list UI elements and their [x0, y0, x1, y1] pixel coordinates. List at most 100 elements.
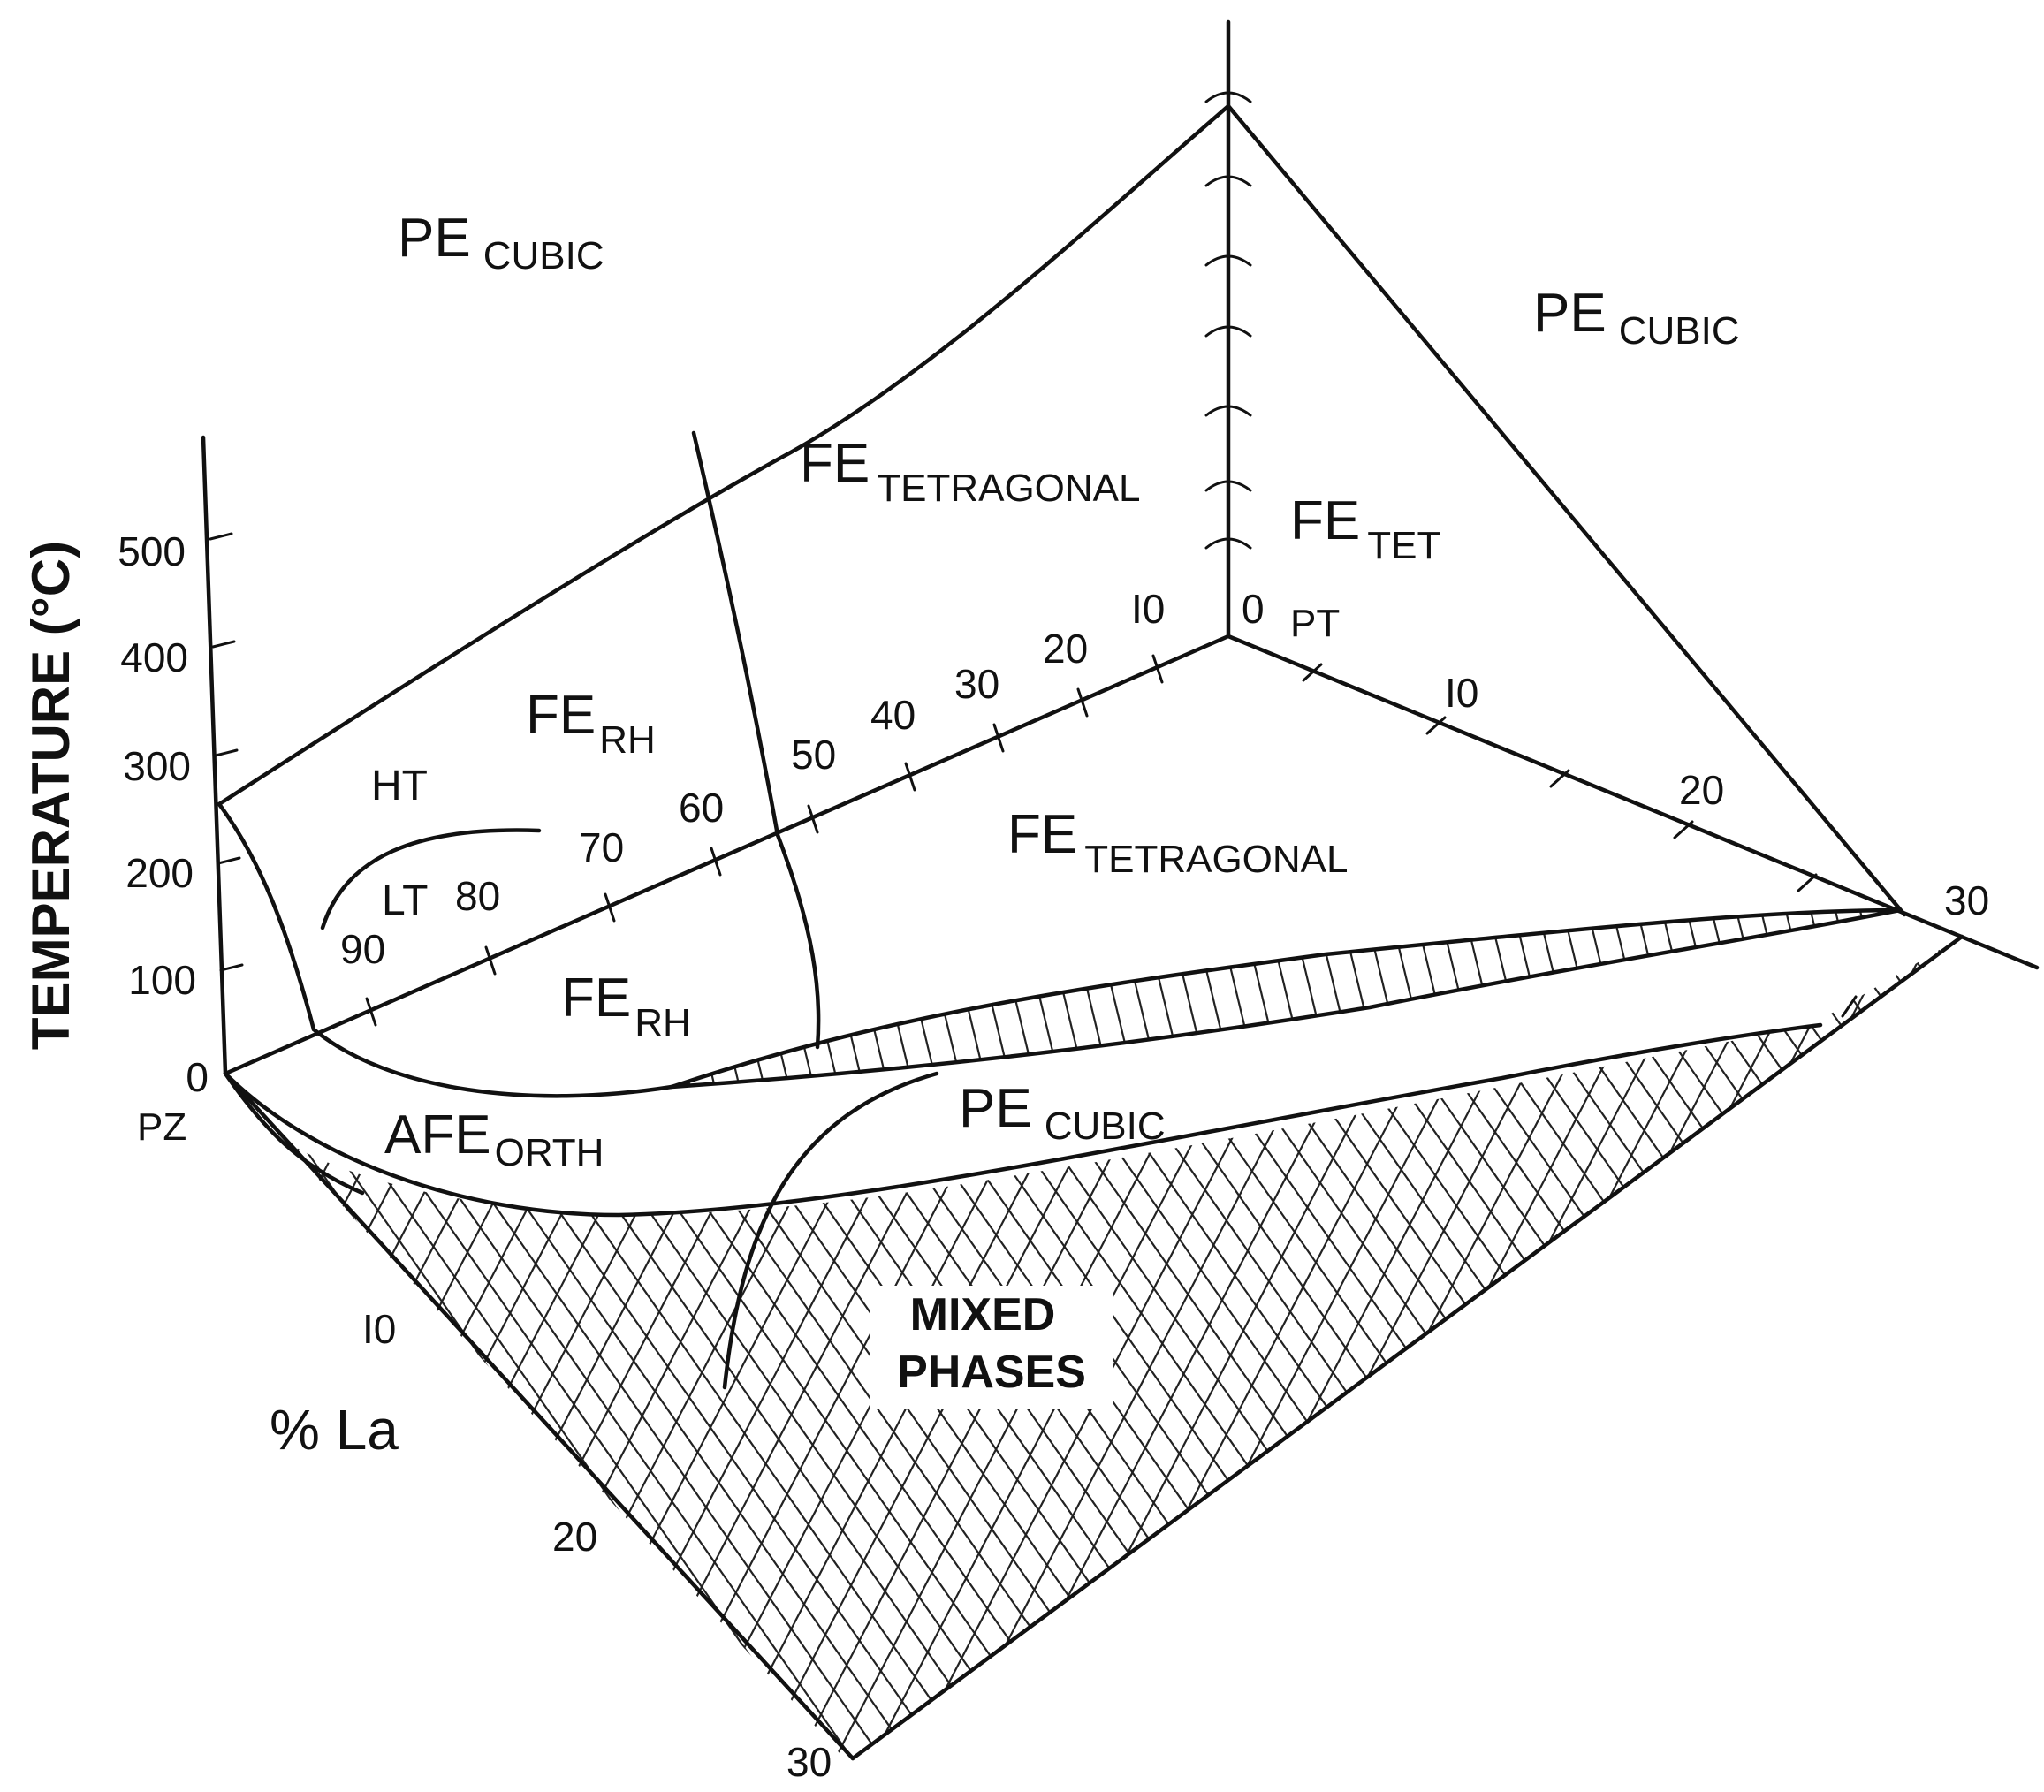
region-lt: LT: [382, 877, 428, 924]
floor-hatch-line: [283, 937, 303, 1763]
band-hatch-line: [1508, 910, 1564, 1087]
floor-hatch-line: [283, 937, 711, 1763]
pz-pt-axis: [223, 634, 1231, 1076]
temp-tick-0: 0: [186, 1054, 209, 1100]
floor-hatch-line: [1438, 937, 1899, 1763]
temp-tick: [214, 748, 239, 757]
pt-la-tick: [1841, 995, 1858, 1018]
floor-hatch-line: [1809, 937, 1962, 1763]
pz-pt-tick: [807, 804, 819, 834]
pt-la-tick: [1425, 716, 1447, 735]
band-lower-edge: [669, 907, 1903, 1090]
floor-hatch-line: [1411, 937, 1962, 1763]
rh-tet-boundary-upper: [691, 430, 780, 838]
floor-hatch-line: [1698, 937, 1962, 1763]
pz-pt-tick: [1151, 654, 1164, 684]
pz-pt-tick: [484, 945, 497, 976]
back-tick: [1204, 325, 1252, 338]
region-mixed-phases-line1: MIXED: [910, 1289, 1056, 1340]
floor-hatch-line: [1178, 937, 1639, 1763]
pe-cubic-lower-boundary: [223, 1022, 1823, 1218]
la-tick-10: I0: [362, 1306, 396, 1352]
pt-la-tick: [1549, 769, 1570, 788]
band-hatch-line: [1062, 910, 1119, 1087]
floor-hatch-line: [1289, 937, 1751, 1763]
pz-pt-tick: [1076, 687, 1089, 718]
curie-boundary-right: [1226, 103, 1907, 917]
floor-hatch-line: [1832, 937, 1962, 1763]
temp-tick-300: 300: [123, 743, 191, 789]
floor-hatch-line: [1561, 937, 1962, 1763]
band-hatch-line: [1706, 910, 1762, 1087]
band-hatch-line: [1186, 910, 1242, 1087]
temp-tick-500: 500: [118, 528, 186, 574]
rh-tet-boundary-lower: [775, 832, 821, 1050]
floor-hatch-line: [1846, 937, 1962, 1763]
band-hatch-line: [1285, 910, 1341, 1087]
floor-hatch-line: [1892, 937, 1962, 1763]
band-hatch-line: [840, 910, 896, 1087]
back-tick: [1204, 91, 1252, 103]
pt-label: PT: [1290, 602, 1340, 645]
floor-hatch-line: [283, 937, 619, 1763]
floor-hatch-line: [283, 937, 340, 1763]
back-tick: [1204, 480, 1252, 492]
floor-hatch-line: [1141, 937, 1602, 1763]
floor-hatch-line: [1652, 937, 1962, 1763]
floor-hatch-line: [283, 937, 770, 1763]
band-hatch-line: [1334, 910, 1391, 1087]
floor-hatch-line: [1623, 937, 1962, 1763]
pt-la-tick-10: I0: [1445, 670, 1478, 716]
floor-hatch-line: [1321, 937, 1941, 1763]
pt-la-axis: [1226, 634, 2040, 970]
pt-la-tick-20: 20: [1679, 767, 1724, 813]
pt-la-tick: [1797, 873, 1818, 892]
floor-hatch-line: [1862, 937, 1962, 1763]
pt-la-tick: [1302, 663, 1323, 682]
floor-hatch-line: [436, 937, 897, 1763]
floor-hatch-line: [283, 937, 600, 1763]
pz-pt-tick: [604, 892, 616, 923]
floor-hatch-line: [1381, 937, 1962, 1763]
floor-hatch-line: [1952, 937, 1962, 1763]
pz-pt-tick-30: 30: [954, 661, 999, 707]
pt-la-tick: [1673, 820, 1694, 839]
band-hatch-line: [1681, 910, 1737, 1087]
pz-pt-tick-80: 80: [455, 873, 500, 919]
pz-pt-tick-50: 50: [791, 732, 836, 778]
pz-pt-tick-40: 40: [870, 692, 916, 738]
region-afe-orth: AFEORTH: [384, 1105, 604, 1174]
afe-upper-curve: [311, 907, 1903, 1098]
band-hatch-line: [1087, 910, 1144, 1087]
floor-hatch-line: [1364, 937, 1825, 1763]
floor-hatch-line: [283, 937, 680, 1763]
floor-hatch-line: [399, 937, 860, 1763]
floor-hatch-line: [1622, 937, 1962, 1763]
floor-hatch-line: [1471, 937, 1962, 1763]
temp-tick: [209, 532, 233, 541]
temp-tick-200: 200: [125, 850, 194, 896]
floor-hatch-line: [1252, 937, 1713, 1763]
band-hatch-line: [815, 910, 871, 1087]
band-hatch-line: [1829, 910, 1886, 1087]
band-hatch-line: [1310, 910, 1366, 1087]
floor-hatch-line: [1772, 937, 1962, 1763]
floor-hatch-line: [283, 937, 674, 1763]
floor-hatch-line: [1983, 928, 2044, 1792]
back-tick: [1204, 405, 1252, 417]
floor-hatch-line: [1401, 937, 1862, 1763]
floor-hatch-line: [1475, 937, 1936, 1763]
floor-hatch-line: [1351, 937, 1962, 1763]
band-hatch-line: [1037, 910, 1094, 1087]
floor-hatch-line: [1326, 937, 1788, 1763]
floor-hatch-line: [1067, 937, 1528, 1763]
mixed-phase-boundary: [722, 1071, 939, 1390]
front-edge: [850, 934, 1964, 1761]
temp-tick: [217, 856, 241, 865]
la-axis-title: % La: [270, 1398, 399, 1462]
